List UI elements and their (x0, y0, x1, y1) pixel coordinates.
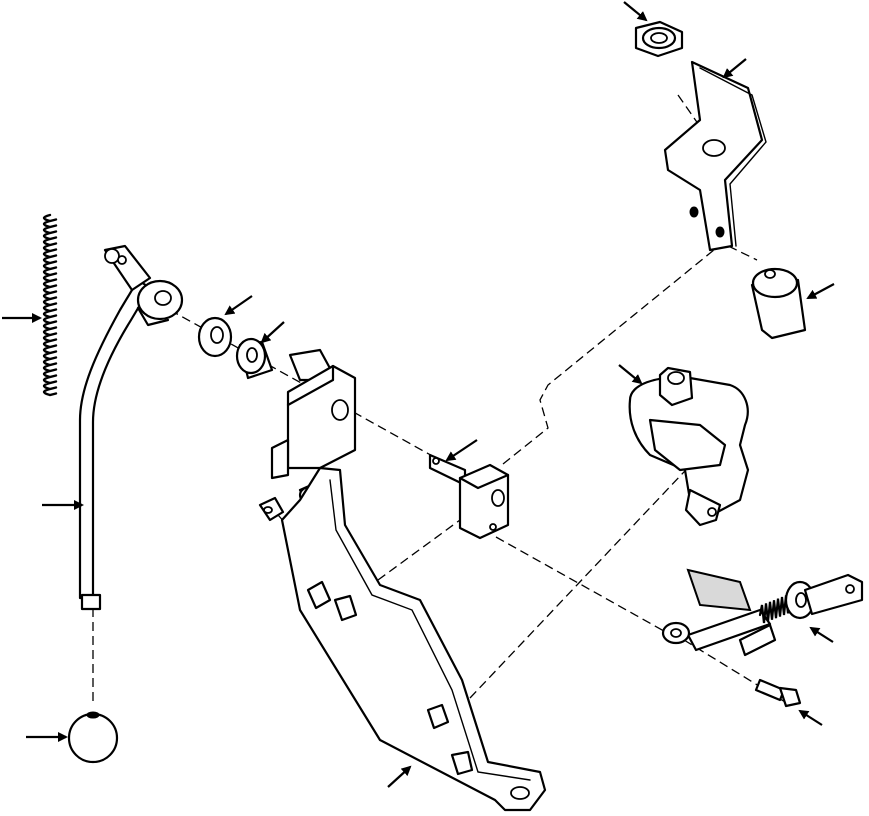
callout-arrow-detent-cap (806, 283, 835, 299)
neutral-switch (628, 366, 750, 527)
bushing (235, 337, 274, 380)
callout-arrow-bushing (260, 321, 285, 344)
callout-arrows (2, 1, 835, 788)
callout-arrow-support-bracket (387, 765, 412, 788)
callout-arrow-pivot-pin (445, 439, 478, 462)
callout-arrow-lock-nut (623, 1, 648, 22)
mounting-plate (663, 60, 767, 252)
support-bracket (258, 466, 547, 812)
callout-arrow-cap-screw (798, 709, 823, 726)
pivot-pin (428, 453, 510, 540)
washer (197, 316, 233, 358)
knob (67, 711, 119, 764)
callout-arrow-neutral-switch (618, 364, 643, 385)
callout-arrow-mounting-plate (722, 58, 747, 79)
callout-arrow-spring-washer (809, 626, 834, 643)
spring-coil (42, 213, 58, 397)
cap-screw (754, 678, 802, 708)
lock-nut (634, 20, 684, 58)
callout-arrow-washer (224, 295, 253, 316)
detent-cap (750, 267, 807, 340)
shift-rod-assembly (661, 568, 864, 657)
shift-lever (78, 244, 184, 611)
